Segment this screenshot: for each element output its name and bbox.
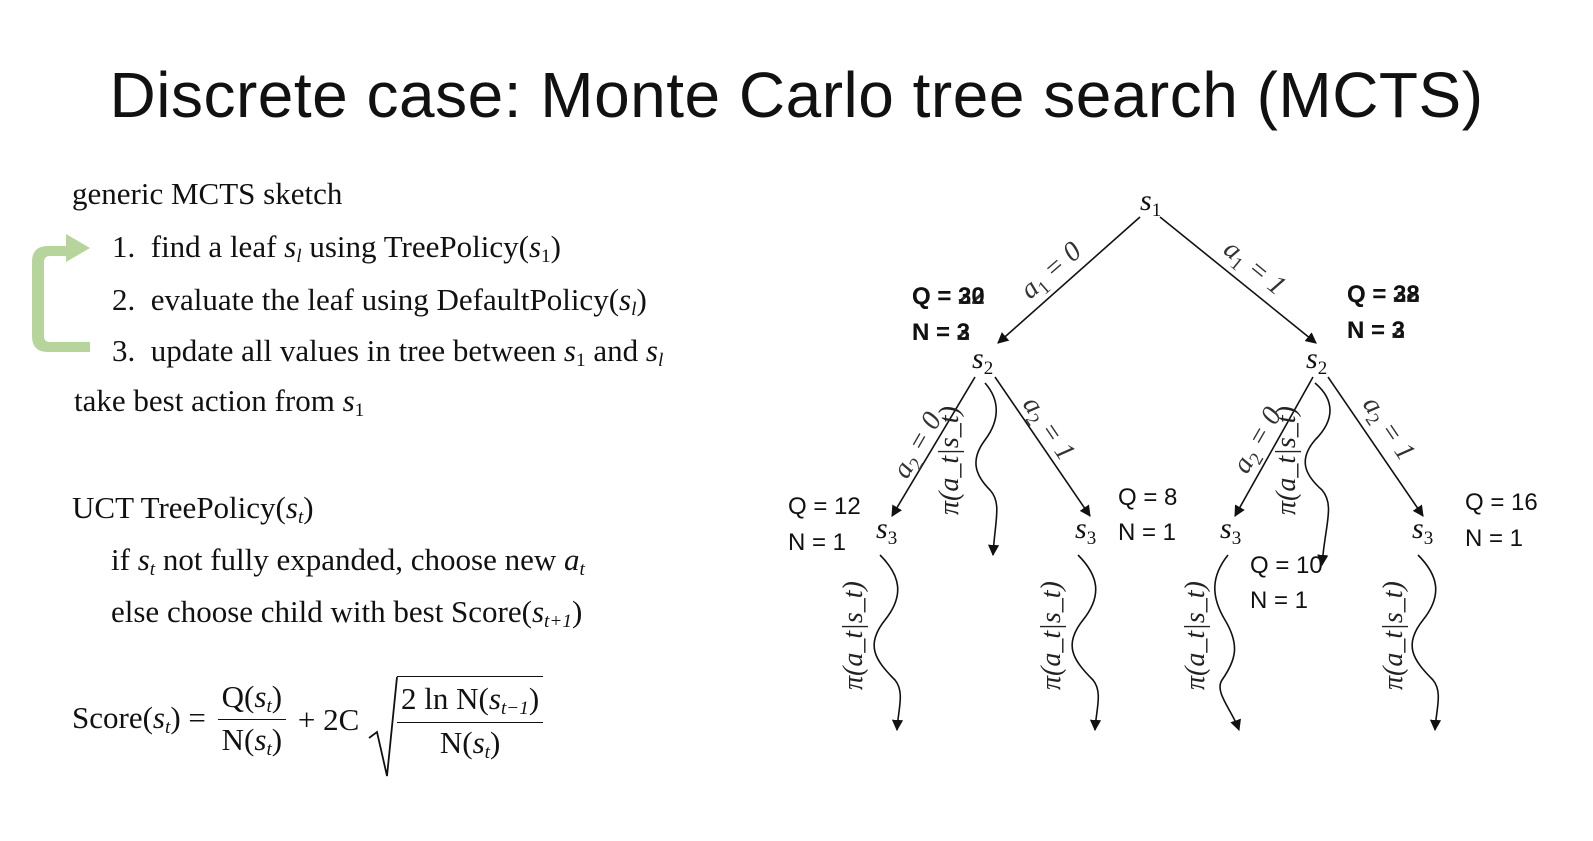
rollout-right-s2 — [1304, 382, 1331, 567]
rollout-label-leaf-3: π(a_t|s_t) — [1180, 581, 1211, 690]
svg-text:N = 1: N = 1 — [1250, 587, 1308, 614]
rollout-label-right-s2: π(a_t|s_t) — [1271, 406, 1302, 515]
edge-label-a1-1: a1 = 1 — [1215, 233, 1292, 305]
rollout-leaf-3 — [1214, 554, 1241, 732]
rollout-leaf-2 — [1071, 554, 1102, 732]
svg-text:Q = 16: Q = 16 — [1465, 489, 1538, 516]
left-s2-stats: Q = 30 Q = 22 N = 3 N = 2 — [912, 283, 985, 346]
uct-line-2: else choose child with best Score(st+1) — [111, 594, 583, 632]
node-s3-2: s3 — [1075, 512, 1096, 549]
svg-text:N = 3: N = 3 — [912, 319, 970, 346]
rollout-label-leaf-4: π(a_t|s_t) — [1378, 581, 1409, 690]
formula-sqrt: 2 ln N(st−1) N(st) — [367, 676, 544, 777]
tree-edges — [891, 216, 1424, 517]
svg-text:Q = 8: Q = 8 — [1118, 484, 1177, 511]
sketch-final: take best action from s1 — [74, 383, 365, 421]
score-formula: Score(st) = Q(st) N(st) + 2C 2 ln N(st−1… — [72, 676, 544, 777]
svg-text:N = 3: N = 3 — [1347, 317, 1405, 344]
loop-arrow-icon — [32, 234, 90, 352]
node-s2-right: s2 — [1306, 342, 1327, 379]
svg-text:N = 1: N = 1 — [1465, 525, 1523, 552]
svg-text:Q = 30: Q = 30 — [912, 283, 985, 310]
leaf-3-stats: Q = 10 N = 1 — [1250, 552, 1323, 614]
node-s3-4: s3 — [1412, 512, 1433, 549]
formula-fraction-1: Q(st) N(st) — [217, 679, 287, 762]
svg-text:N = 1: N = 1 — [1118, 519, 1176, 546]
svg-text:Q = 22: Q = 22 — [1347, 281, 1420, 308]
rollout-leaf-1 — [873, 554, 904, 732]
leaf-4-stats: Q = 16 N = 1 — [1465, 489, 1538, 552]
svg-text:N = 2: N = 2 — [912, 319, 970, 346]
uct-heading: UCT TreePolicy(st) — [72, 490, 314, 528]
edge-label-a2-1-left: a2 = 1 — [1013, 391, 1081, 469]
leaf-1-stats: Q = 12 N = 1 — [788, 493, 861, 556]
sketch-step-1: 1. find a leaf sl using TreePolicy(s1) — [112, 229, 561, 267]
sketch-step-3: 3. update all values in tree between s1 … — [112, 333, 664, 371]
rollout-label-leaf-2: π(a_t|s_t) — [1036, 581, 1067, 690]
edge-root-left — [997, 216, 1141, 344]
uct-line-1: if st not fully expanded, choose new at — [111, 542, 585, 580]
node-root: s1 — [1140, 184, 1161, 221]
sketch-step-2: 2. evaluate the leaf using DefaultPolicy… — [112, 282, 647, 320]
sketch-heading: generic MCTS sketch — [72, 176, 343, 211]
sqrt-sign-icon — [368, 676, 398, 777]
svg-text:Q = 22: Q = 22 — [912, 283, 985, 310]
rollout-paths — [873, 382, 1442, 732]
edge-root-right — [1159, 216, 1317, 344]
node-s3-1: s3 — [876, 512, 897, 549]
svg-text:N = 2: N = 2 — [1347, 317, 1405, 344]
edge-left-s2-left — [891, 376, 976, 517]
formula-lhs: Score(st) = — [72, 700, 206, 739]
svg-text:Q = 10: Q = 10 — [1250, 552, 1323, 579]
rollout-leaf-4 — [1411, 554, 1442, 732]
svg-text:Q = 38: Q = 38 — [1347, 281, 1420, 308]
node-s3-3: s3 — [1220, 512, 1241, 549]
edge-right-s2-left — [1234, 376, 1314, 517]
svg-text:N = 1: N = 1 — [788, 529, 846, 556]
rollout-label-leaf-1: π(a_t|s_t) — [838, 581, 869, 690]
rollout-left-s2 — [975, 382, 1000, 557]
leaf-2-stats: Q = 8 N = 1 — [1118, 484, 1177, 546]
slide-title: Discrete case: Monte Carlo tree search (… — [109, 59, 1484, 131]
edge-left-s2-right — [994, 376, 1091, 517]
node-s2-left: s2 — [972, 342, 993, 379]
rollout-label-left-s2: π(a_t|s_t) — [934, 406, 965, 515]
right-s2-stats: Q = 38 Q = 22 N = 3 N = 2 — [1347, 281, 1420, 344]
svg-text:Q = 12: Q = 12 — [788, 493, 861, 520]
edge-right-s2-right — [1327, 376, 1424, 517]
formula-plus-term: + 2C — [297, 701, 360, 737]
